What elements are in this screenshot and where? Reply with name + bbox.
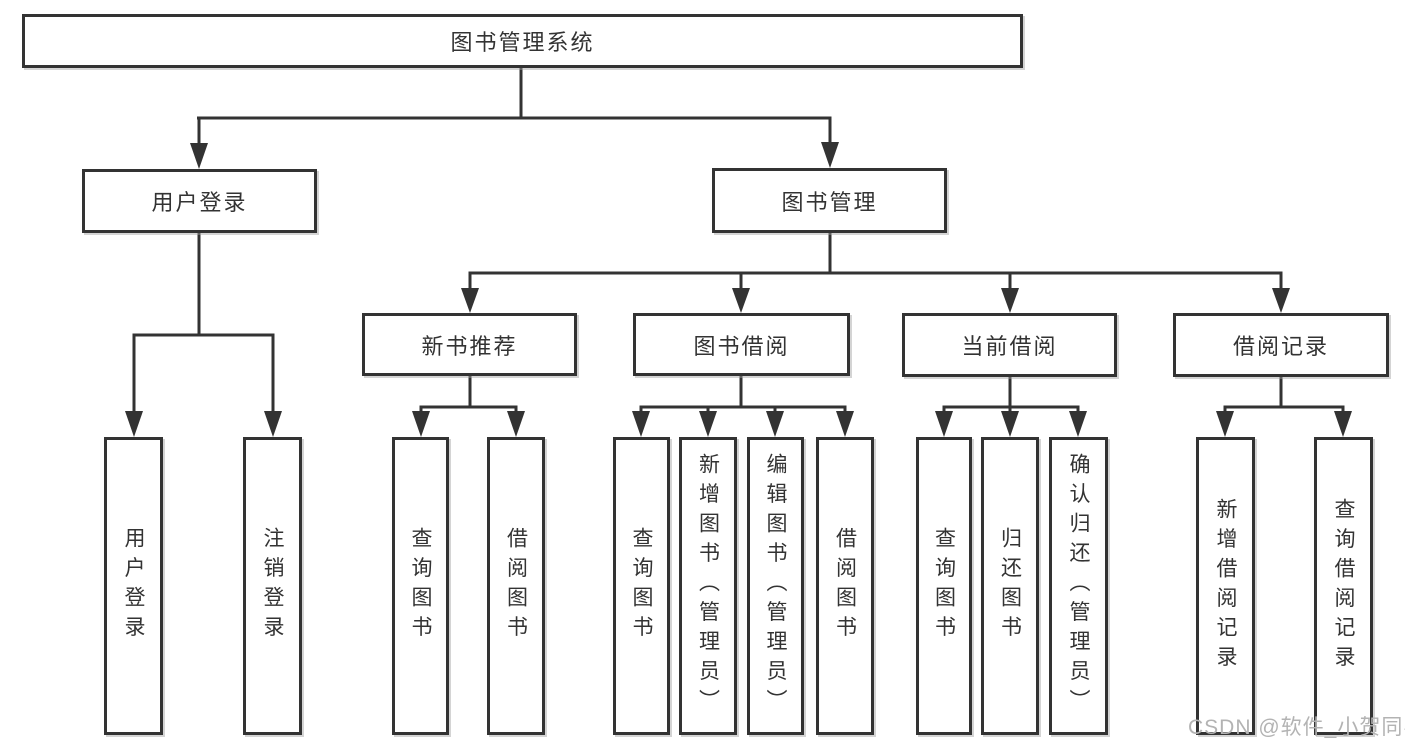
- leaf-edit-book-admin: 编辑图书（管理员）: [747, 437, 804, 735]
- leaf-logout: 注销登录: [243, 437, 302, 735]
- arrowhead: [190, 143, 208, 169]
- leaf-borrow-books-1: 借阅图书: [487, 437, 545, 735]
- leaf-return-books: 归还图书: [981, 437, 1039, 735]
- leaf-add-borrow-record-label: 新增借阅记录: [1214, 497, 1237, 675]
- node-user-login: 用户登录: [82, 169, 317, 233]
- arrowhead: [461, 288, 479, 313]
- arrowhead: [125, 411, 143, 437]
- leaf-logout-label: 注销登录: [261, 527, 284, 645]
- leaf-user-login: 用户登录: [104, 437, 163, 735]
- arrowhead: [935, 411, 953, 437]
- connector-user-login-lines: [132, 233, 275, 413]
- leaf-query-books-3: 查询图书: [916, 437, 972, 735]
- node-borrow-records: 借阅记录: [1173, 313, 1389, 377]
- node-new-book-recommend: 新书推荐: [362, 313, 577, 376]
- node-book-borrow: 图书借阅: [633, 313, 850, 376]
- arrowhead: [699, 411, 717, 437]
- connector-user-login: [125, 233, 282, 437]
- leaf-query-books-1-label: 查询图书: [409, 527, 432, 645]
- arrowhead: [1334, 411, 1352, 437]
- leaf-query-books-2: 查询图书: [613, 437, 670, 735]
- connector-book-management: [461, 233, 1290, 313]
- arrowhead: [1272, 288, 1290, 313]
- node-current-borrow: 当前借阅: [902, 313, 1117, 377]
- arrowhead: [1001, 288, 1019, 313]
- leaf-confirm-return-admin-label: 确认归还（管理员）: [1067, 453, 1090, 719]
- arrowhead: [507, 411, 525, 437]
- connector-new-book: [412, 376, 525, 437]
- leaf-borrow-books-2: 借阅图书: [816, 437, 874, 735]
- leaf-borrow-books-1-label: 借阅图书: [504, 527, 528, 645]
- arrowhead: [836, 411, 854, 437]
- leaf-query-books-3-label: 查询图书: [932, 527, 956, 645]
- leaf-query-books-2-label: 查询图书: [630, 527, 653, 645]
- arrowhead: [766, 411, 784, 437]
- connector-new-book-lines: [419, 376, 518, 413]
- leaf-borrow-books-2-label: 借阅图书: [833, 527, 857, 645]
- node-system-root: 图书管理系统: [22, 14, 1023, 68]
- leaf-add-book-admin-label: 新增图书（管理员）: [696, 453, 720, 719]
- leaf-edit-book-admin-label: 编辑图书（管理员）: [764, 453, 787, 719]
- connector-root-lines: [197, 68, 832, 144]
- leaf-confirm-return-admin: 确认归还（管理员）: [1049, 437, 1108, 735]
- connector-borrow-records-lines: [1223, 377, 1345, 413]
- arrowhead: [732, 288, 750, 313]
- watermark: CSDN @软件_小贺同学: [1188, 716, 1405, 739]
- leaf-query-borrow-record-label: 查询借阅记录: [1332, 497, 1355, 675]
- connector-root: [190, 68, 839, 169]
- connector-current-borrow-lines: [942, 377, 1080, 413]
- arrowhead: [1216, 411, 1234, 437]
- connector-book-borrow: [632, 376, 854, 437]
- leaf-query-books-1: 查询图书: [392, 437, 449, 735]
- arrowhead: [264, 411, 282, 437]
- connector-current-borrow: [935, 377, 1087, 437]
- leaf-query-borrow-record: 查询借阅记录: [1314, 437, 1373, 735]
- connector-borrow-records: [1216, 377, 1352, 437]
- leaf-add-borrow-record: 新增借阅记录: [1196, 437, 1255, 735]
- arrowhead: [412, 411, 430, 437]
- leaf-return-books-label: 归还图书: [998, 527, 1022, 645]
- arrowhead: [1001, 411, 1019, 437]
- arrowhead: [821, 142, 839, 168]
- leaf-add-book-admin: 新增图书（管理员）: [679, 437, 737, 735]
- leaf-user-login-label: 用户登录: [122, 527, 145, 645]
- arrowhead: [632, 411, 650, 437]
- arrowhead: [1069, 411, 1087, 437]
- connector-book-management-lines: [468, 233, 1283, 289]
- connector-book-borrow-lines: [639, 376, 847, 413]
- node-book-management: 图书管理: [712, 168, 947, 233]
